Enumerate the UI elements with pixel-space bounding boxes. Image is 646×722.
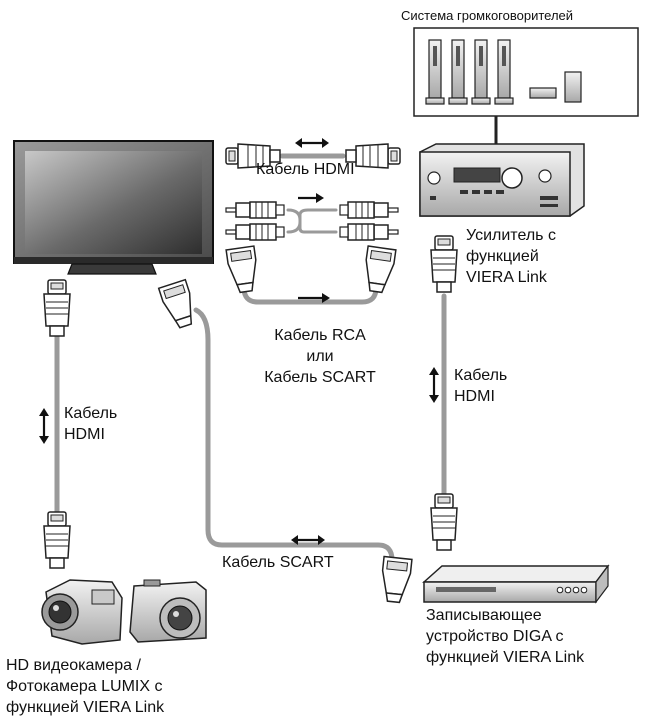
double-arrow-icon — [429, 367, 439, 403]
rca-scart-label-line2: или — [220, 347, 420, 367]
digital-camera-icon — [130, 580, 206, 642]
hdmi-cable-label: Кабель HDMI — [256, 160, 355, 180]
double-arrow-icon — [295, 138, 329, 148]
rca-plug-icon — [226, 202, 284, 218]
speaker-system-label: Система громкоговорителей — [401, 6, 573, 26]
hdmi-plug-icon — [44, 280, 70, 336]
double-arrow-icon — [39, 408, 49, 444]
rca-cable-top-2 — [288, 210, 336, 232]
amplifier-label-line2: функцией — [466, 247, 539, 267]
hdmi-plug-icon — [44, 512, 70, 568]
diga-recorder-icon — [424, 566, 608, 602]
hdmi-right-label-line2: HDMI — [454, 387, 495, 407]
rca-cable-top — [288, 210, 336, 232]
camera-label-line3: функцией VIERA Link — [6, 698, 164, 718]
amplifier-label-line3: VIERA Link — [466, 268, 547, 288]
recorder-label-line1: Записывающее — [426, 606, 542, 626]
scart-plug-icon — [226, 246, 260, 293]
recorder-label-line2: устройство DIGA с — [426, 627, 564, 647]
hdmi-plug-icon — [431, 236, 457, 292]
rca-plug-icon — [340, 202, 398, 218]
speaker-system-icon — [414, 28, 638, 116]
amplifier-label-line1: Усилитель с — [466, 226, 556, 246]
recorder-label-line3: функцией VIERA Link — [426, 648, 584, 668]
hdmi-right-label-line1: Кабель — [454, 366, 507, 386]
camcorder-icon — [42, 580, 122, 644]
scart-plug-icon — [159, 280, 199, 330]
camera-label-line2: Фотокамера LUMIX с — [6, 677, 163, 697]
camera-label-line1: HD видеокамера / — [6, 656, 141, 676]
hdmi-plug-icon — [431, 494, 457, 550]
scart-cable-label: Кабель SCART — [222, 553, 334, 573]
rca-plug-icon — [226, 224, 284, 240]
tv-icon — [14, 141, 213, 274]
rca-scart-label-line1: Кабель RCA — [220, 326, 420, 346]
scart-plug-icon — [362, 246, 396, 293]
av-amplifier-icon — [420, 144, 584, 216]
rca-scart-label-line3: Кабель SCART — [220, 368, 420, 388]
scart-plug-icon — [379, 557, 411, 604]
rca-plug-icon — [340, 224, 398, 240]
scart-cable-top — [244, 288, 376, 302]
hdmi-left-label-line2: HDMI — [64, 425, 105, 445]
hdmi-left-label-line1: Кабель — [64, 404, 117, 424]
